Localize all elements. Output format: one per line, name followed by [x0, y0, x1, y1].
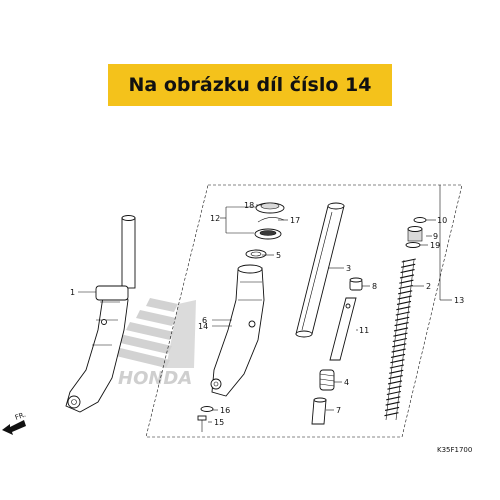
fork-leg-right: [210, 264, 265, 397]
callout-2: 2: [426, 282, 431, 291]
spring-coil: [391, 348, 406, 353]
callout-7: 7: [336, 406, 341, 415]
callout-16: 16: [220, 406, 230, 415]
oil-seal-5: [245, 249, 267, 259]
callout-19: 19: [430, 241, 440, 250]
callout-14: 14: [198, 322, 208, 331]
spring-coil: [393, 332, 408, 337]
spring-coil: [386, 396, 401, 401]
callout-8: 8: [372, 282, 377, 291]
callout-18: 18: [244, 201, 254, 210]
spring-coil: [395, 311, 410, 316]
fork-spring-2: [384, 258, 416, 421]
spring-coil: [390, 359, 405, 364]
spring-coil: [396, 306, 411, 311]
fork-cap-9: [407, 226, 423, 242]
callout-labels: 1 2 3 4 5 6 7 8 9 10 11 12 13 14 15 16 1…: [70, 201, 464, 427]
honda-wing-watermark: [108, 298, 196, 368]
callout-6: 6: [202, 316, 207, 325]
spring-coil: [385, 401, 400, 406]
spring-coil: [401, 263, 416, 268]
callout-3: 3: [346, 264, 351, 273]
dust-seal-12: [254, 228, 282, 240]
sealing-washer-16: [200, 406, 214, 412]
bolt-washer-10: [413, 217, 427, 223]
spring-coil: [399, 274, 415, 279]
callout-11: 11: [359, 326, 369, 335]
spring-coil: [388, 375, 403, 380]
callout-13: 13: [454, 296, 464, 305]
spring-coil: [390, 353, 406, 358]
oil-lock-piece-7: [311, 397, 327, 425]
spring-coil: [387, 380, 403, 385]
spring-coil: [395, 316, 410, 321]
callout-5: 5: [276, 251, 281, 260]
spring-coil: [387, 385, 402, 390]
spring-coil: [394, 322, 409, 327]
part-number-banner: Na obrázku díl číslo 14: [108, 64, 392, 106]
honda-watermark-text: HONDA: [118, 368, 192, 389]
banner-text: Na obrázku díl číslo 14: [128, 74, 372, 96]
spring-coil: [386, 390, 401, 396]
piston-ring-8: [349, 277, 363, 291]
spring-coil: [392, 343, 407, 348]
spring-coil: [392, 337, 407, 343]
spring-coil: [398, 290, 413, 295]
callout-10: 10: [437, 216, 447, 225]
socket-bolt-15: [197, 415, 207, 432]
spring-coil: [399, 279, 414, 284]
spring-coil: [393, 327, 409, 332]
circlip-17: [257, 217, 285, 223]
spring-coil: [400, 269, 415, 274]
diagram-reference-code: K35F1700: [437, 446, 472, 454]
spring-coil: [389, 369, 404, 374]
callout-9: 9: [433, 232, 438, 241]
damper-rod-11: [329, 297, 357, 361]
spring-coil: [398, 284, 413, 290]
front-direction-label: FR.: [14, 411, 27, 422]
spring-coil: [401, 258, 416, 263]
spring-coil: [384, 412, 399, 417]
callout-15: 15: [214, 418, 224, 427]
callout-12: 12: [210, 214, 220, 223]
assembly-frame: [145, 184, 463, 438]
oil-seal-18: [255, 202, 285, 214]
front-direction-arrow: FR.: [2, 411, 27, 435]
spring-coil: [384, 406, 400, 411]
o-ring-19: [405, 242, 421, 248]
spring-coil: [389, 364, 404, 369]
fork-leg-left: [65, 215, 136, 413]
leader-lines: [78, 185, 452, 423]
fork-inner-tube: [295, 202, 345, 338]
callout-17: 17: [290, 216, 300, 225]
callout-4: 4: [344, 378, 349, 387]
spring-coil: [397, 295, 412, 300]
callout-1: 1: [70, 288, 75, 297]
spring-coil: [396, 300, 412, 305]
rebound-spring-4: [319, 369, 335, 391]
